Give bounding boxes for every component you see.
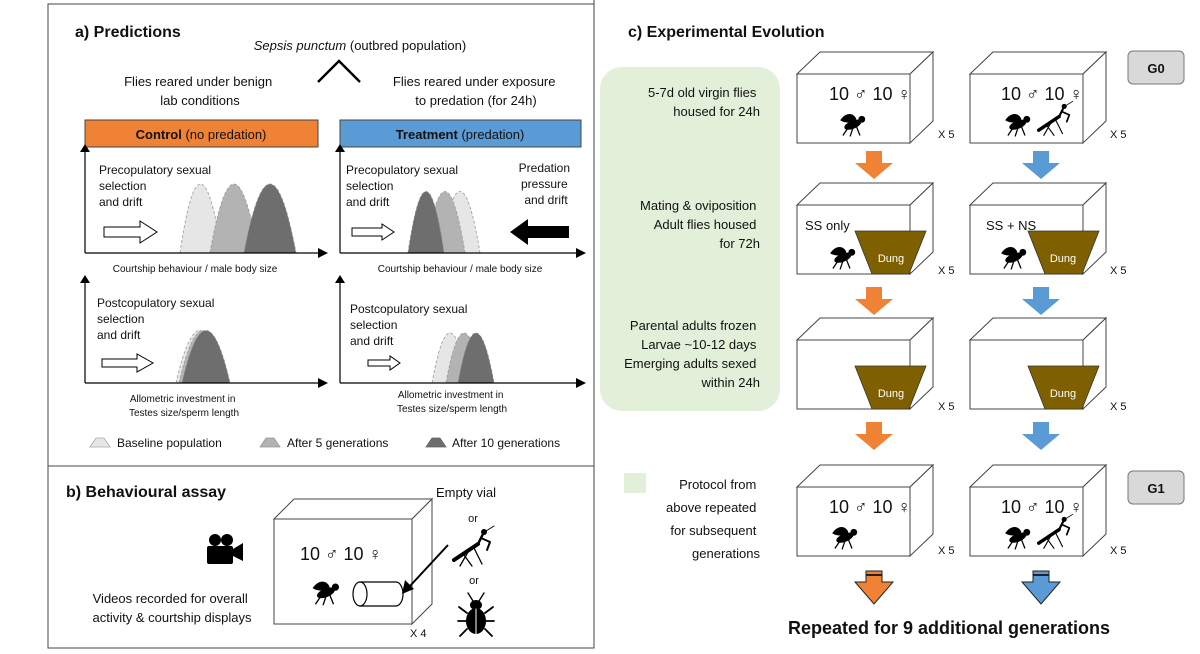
box-control-mating xyxy=(795,181,935,276)
videos-recorded-text: Videos recorded for overall activity & c… xyxy=(93,591,252,625)
control-label: Control (no predation) xyxy=(136,127,267,142)
split-arrow xyxy=(317,59,361,83)
replicates-c-g1: X 5 xyxy=(938,545,955,557)
protocol-swatch xyxy=(624,473,646,493)
counts-control-g1: 10 ♂ 10 ♀ xyxy=(829,497,911,517)
treatment-postcop-plot xyxy=(335,275,586,388)
flow-arrows-treatment xyxy=(1020,151,1062,605)
treatment-header xyxy=(339,119,582,148)
footer-repeated: Repeated for 9 additional generations xyxy=(788,618,1110,638)
predation-pressure-label: Predation pressure and drift xyxy=(519,161,574,207)
empty-vial-label: Empty vial xyxy=(436,485,496,500)
vial-pointer-line xyxy=(409,544,449,587)
box-control-g1 xyxy=(795,463,935,558)
predation-arrow xyxy=(510,219,569,245)
beetle-icon xyxy=(457,592,495,637)
treatment-postcop-axis: Allometric investment in Testes size/spe… xyxy=(397,390,507,415)
dung-label: Dung xyxy=(878,388,904,400)
treatment-postcop-arrow xyxy=(367,355,401,371)
flow-arrows-control xyxy=(853,151,895,605)
assay-replicates: X 4 xyxy=(410,628,427,640)
treatment-label: Treatment (predation) xyxy=(396,127,525,142)
treatment-precop-plot xyxy=(335,144,586,258)
dung-label: Dung xyxy=(1050,253,1076,265)
control-postcop-arrow xyxy=(101,353,155,373)
control-postcop-label: Postcopulatory sexual selection and drif… xyxy=(97,296,218,342)
control-drift-arrow xyxy=(103,220,158,244)
control-precop-label: Precopulatory sexual selection and drift xyxy=(99,163,214,209)
svg-text:Baseline population: Baseline population xyxy=(117,436,222,450)
mantis-icon xyxy=(452,524,496,568)
step-3-text: Parental adults frozen Larvae ~10-12 day… xyxy=(624,318,760,390)
empty-vial-tube xyxy=(352,581,404,607)
video-camera-icon xyxy=(207,534,243,564)
ss-only-label: SS only xyxy=(805,218,850,233)
counts-treatment-g1: 10 ♂ 10 ♀ xyxy=(1001,497,1083,517)
steps-background xyxy=(600,67,780,411)
replicates-t-g1: X 5 xyxy=(1110,545,1127,557)
step-2-text: Mating & oviposition Adult flies housed … xyxy=(640,198,760,251)
protocol-note: Protocol from above repeated for subsequ… xyxy=(666,477,760,561)
box-control-larvae xyxy=(795,316,935,411)
dung-label: Dung xyxy=(1050,388,1076,400)
right-condition: Flies reared under exposure to predation… xyxy=(393,74,559,108)
box-treatment-g1 xyxy=(968,463,1108,558)
control-postcop-plot xyxy=(80,275,328,388)
replicates-c-mating: X 5 xyxy=(938,265,955,277)
svg-text:After 10 generations: After 10 generations xyxy=(452,436,560,450)
treatment-precop-label: Precopulatory sexual selection and drift xyxy=(346,163,461,209)
replicates-t-g0: X 5 xyxy=(1110,129,1127,141)
panel-b-title: b) Behavioural assay xyxy=(66,484,226,501)
assay-counts: 10 ♂ 10 ♀ xyxy=(300,544,382,564)
box-control-g0 xyxy=(795,50,935,145)
replicates-t-mating: X 5 xyxy=(1110,265,1127,277)
replicates-c-larvae: X 5 xyxy=(938,401,955,413)
or-text-2: or xyxy=(469,575,479,587)
treatment-postcop-label: Postcopulatory sexual selection and drif… xyxy=(350,302,471,348)
panel-c-title: c) Experimental Evolution xyxy=(628,24,824,41)
control-header xyxy=(84,119,319,148)
legend: Baseline population After 5 generations … xyxy=(89,436,560,450)
gen-tag-g0 xyxy=(1127,50,1185,85)
replicates-t-larvae: X 5 xyxy=(1110,401,1127,413)
treatment-precop-axis: Courtship behaviour / male body size xyxy=(378,264,543,275)
control-precop-plot xyxy=(80,144,328,258)
panel-a-title: a) Predictions xyxy=(75,24,181,41)
left-condition: Flies reared under benign lab conditions xyxy=(124,74,276,108)
replicates-c-g0: X 5 xyxy=(938,129,955,141)
control-postcop-axis: Allometric investment in Testes size/spe… xyxy=(129,394,239,419)
step-1-text: 5-7d old virgin flies housed for 24h xyxy=(648,85,760,119)
gen-label-g0: G0 xyxy=(1147,61,1164,76)
counts-control-g0: 10 ♂ 10 ♀ xyxy=(829,84,911,104)
or-text-1: or xyxy=(468,513,478,525)
control-precop-axis: Courtship behaviour / male body size xyxy=(113,264,278,275)
counts-treatment-g0: 10 ♂ 10 ♀ xyxy=(1001,84,1083,104)
source-population: Sepsis punctum (outbred population) xyxy=(254,38,466,53)
gen-tag-g1 xyxy=(1127,470,1185,505)
gen-label-g1: G1 xyxy=(1147,481,1164,496)
vial-pointer-head xyxy=(402,580,414,594)
treatment-drift-arrow xyxy=(351,223,395,241)
box-treatment-larvae xyxy=(968,316,1108,411)
dung-label: Dung xyxy=(878,253,904,265)
box-treatment-mating xyxy=(968,181,1108,276)
svg-text:After 5 generations: After 5 generations xyxy=(287,436,388,450)
ss-ns-label: SS + NS xyxy=(986,218,1037,233)
